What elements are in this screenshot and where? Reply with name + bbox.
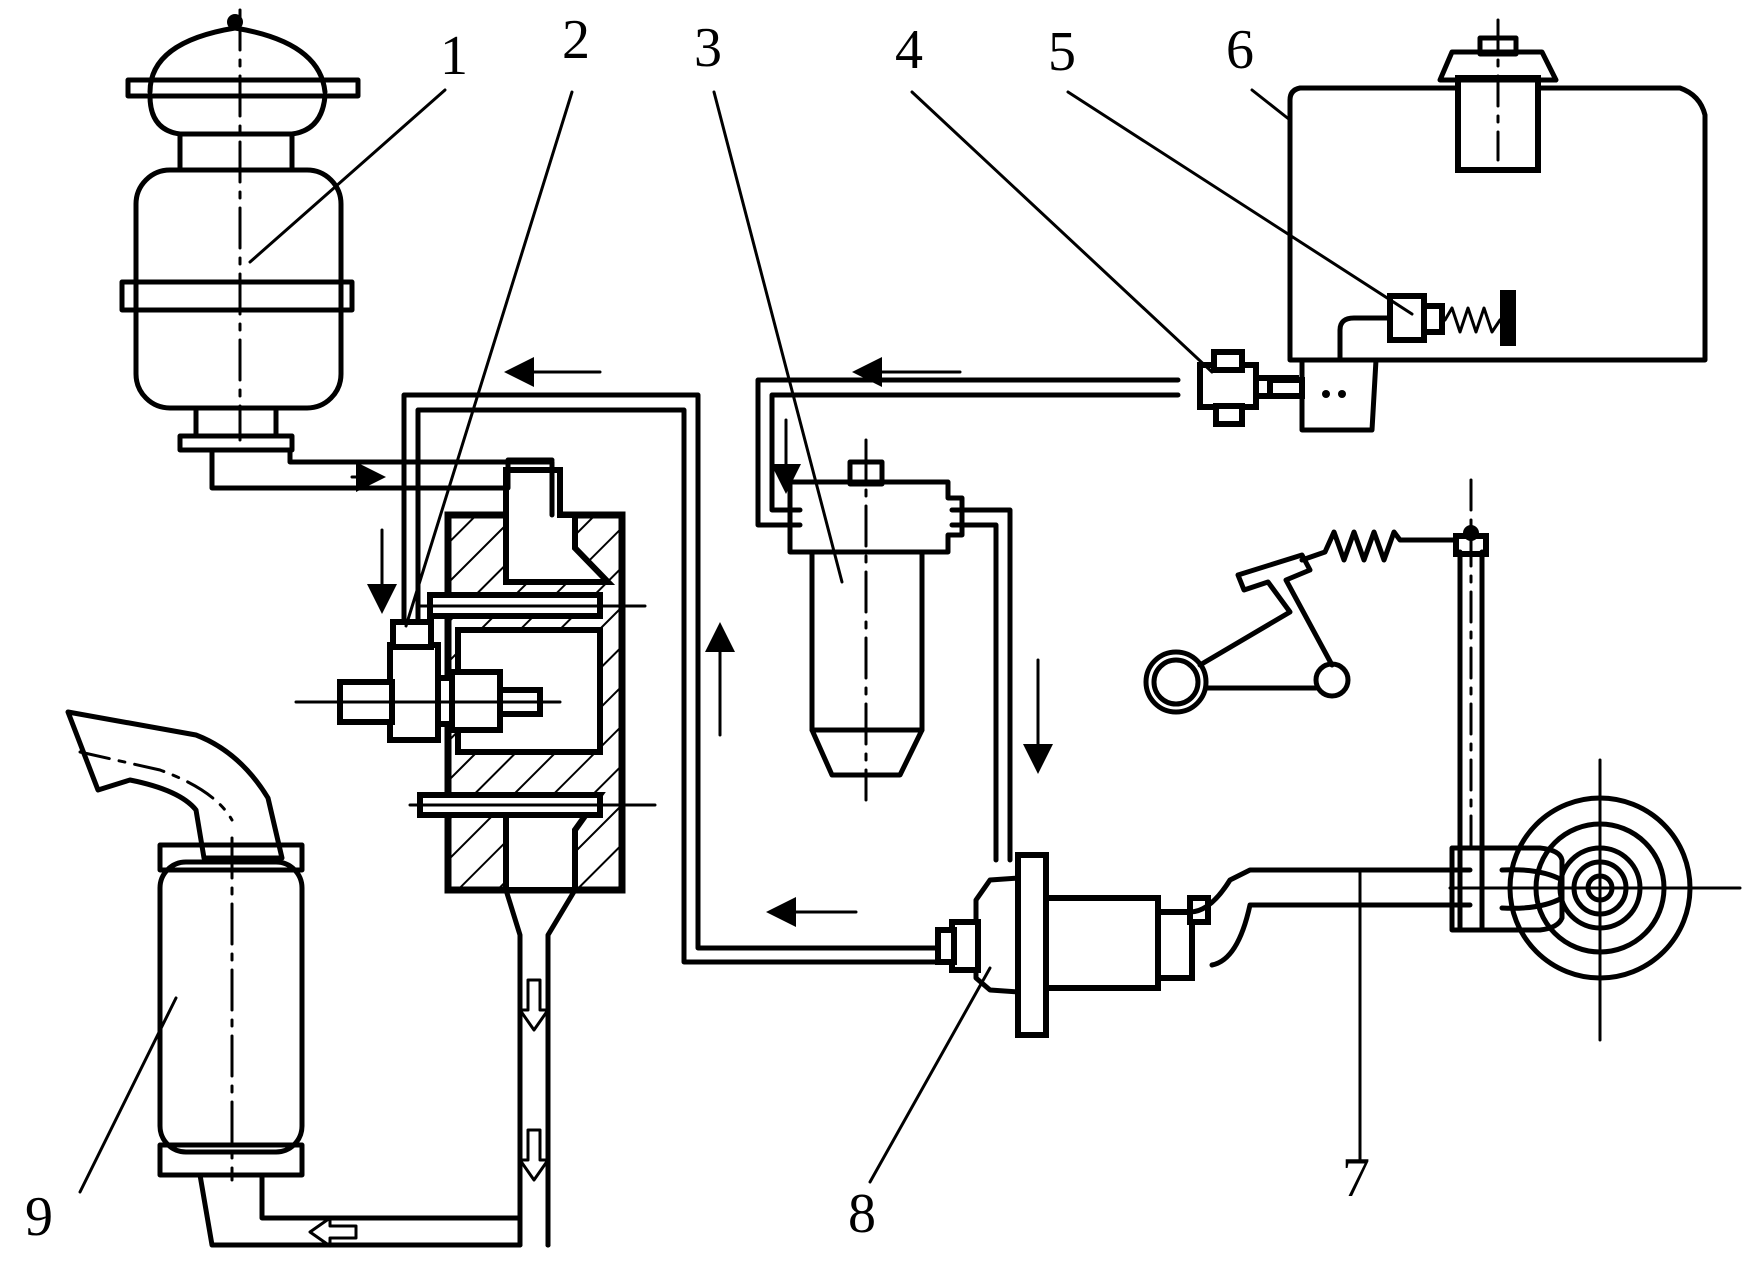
label-5: 5 [1048,21,1076,83]
flow-arrows [308,357,1053,1248]
component-2-valve [294,619,562,743]
component-9-silencer [65,709,305,1182]
component-7-linkage [1143,478,1742,1042]
component-6-tank [1267,18,1708,433]
label-1: 1 [440,25,468,87]
component-4-tap [1197,349,1299,427]
label-7: 7 [1342,1147,1370,1209]
label-9: 9 [25,1186,53,1248]
leader-lines [78,88,1414,1194]
label-6: 6 [1226,19,1254,81]
piping [197,377,1181,1248]
label-8: 8 [848,1183,876,1245]
component-1-filter [119,8,361,453]
label-4: 4 [895,19,923,81]
injection-pump-body [408,467,657,1248]
component-8-pump [935,852,1473,1162]
component-3-filter [787,438,965,802]
label-3: 3 [694,17,722,79]
label-2: 2 [562,9,590,71]
number-labels: 1 2 3 4 5 6 7 8 9 [25,9,1370,1248]
